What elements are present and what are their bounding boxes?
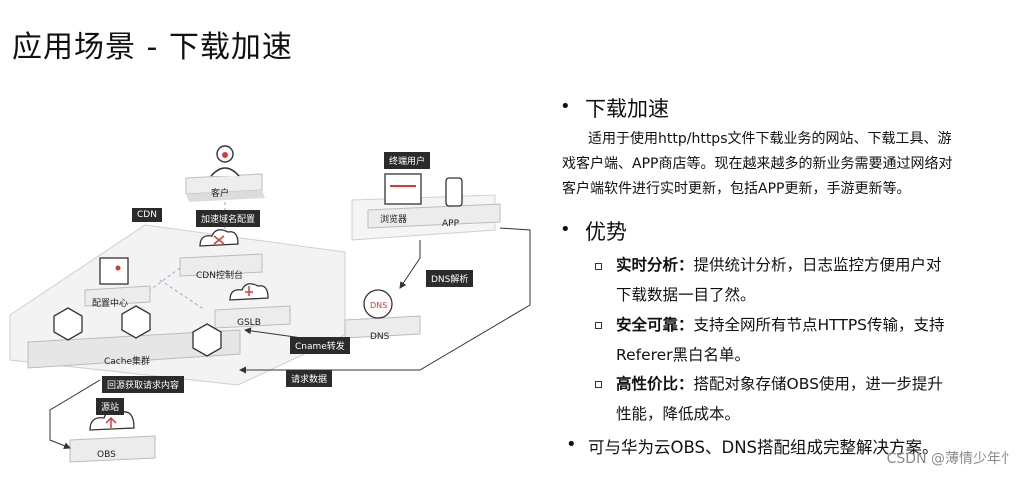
cname-forward-tag: Cname转发 <box>290 337 350 354</box>
bullet-dot: • <box>566 434 577 455</box>
cdn-tag: CDN <box>132 208 162 222</box>
browser-label: 浏览器 <box>380 215 408 225</box>
advantage-cost-title: 高性价比： <box>616 375 694 393</box>
svg-text:DNS: DNS <box>370 301 387 310</box>
square-bullet-icon <box>595 263 602 270</box>
domain-config-tag: 加速域名配置 <box>196 210 261 227</box>
square-bullet-icon <box>595 322 602 329</box>
advantage-cost-cont: 性能，降低成本。 <box>616 405 741 423</box>
gslb-label: GSLB <box>237 318 261 328</box>
desc-line-3: 客户端软件进行实时更新，包括APP更新，手游更新等。 <box>562 181 911 197</box>
request-data-tag: 请求数据 <box>286 370 333 387</box>
advantage-security-cont: Referer黑白名单。 <box>616 346 751 364</box>
advantage-realtime-cont: 下载数据一目了然。 <box>616 286 756 304</box>
app-label: APP <box>442 219 460 229</box>
dns-resolve-tag: DNS解析 <box>426 270 474 287</box>
architecture-diagram: DNS 客户 CDN 加速域名配置 CDN控制台 配置中心 GSLB Cache… <box>0 140 545 480</box>
watermark: CSDN @薄情少年忄 <box>886 451 1015 467</box>
client-label: 客户 <box>211 189 230 199</box>
browser-icon <box>384 173 422 205</box>
cdn-console-label: CDN控制台 <box>196 271 243 281</box>
advantage-security-text: 支持全网所有节点HTTPS传输，支持 <box>693 316 945 334</box>
origin-tag: 源站 <box>96 398 125 415</box>
advantage-realtime: 实时分析：提供统计分析，日志监控方便用户对 <box>616 253 942 275</box>
back-to-origin-tag: 回源获取请求内容 <box>102 376 185 393</box>
advantage-realtime-title: 实时分析： <box>616 256 694 274</box>
desc-line-2: 戏客户端、APP商店等。现在越来越多的新业务需要通过网络对 <box>562 156 953 172</box>
cache-cluster-label: Cache集群 <box>104 357 150 367</box>
advantage-cost: 高性价比：搭配对象存储OBS使用，进一步提升 <box>616 372 943 394</box>
advantage-security-title: 安全可靠： <box>616 316 694 334</box>
bullet-dot: • <box>560 219 571 240</box>
page-title: 应用场景 - 下载加速 <box>12 30 293 65</box>
end-user-tag: 终端用户 <box>384 152 431 169</box>
dns-label: DNS <box>370 332 390 342</box>
phone-icon <box>445 177 463 207</box>
bullet-dot: • <box>560 96 571 117</box>
diagram-graphics: DNS <box>9 145 531 463</box>
square-bullet-icon <box>595 381 602 388</box>
obs-label: OBS <box>97 450 116 460</box>
node-icon <box>53 307 83 341</box>
heading-download-acceleration: 下载加速 <box>585 97 669 121</box>
heading-advantages: 优势 <box>585 220 627 244</box>
cloud-icon <box>199 229 239 247</box>
node-icon <box>192 323 222 357</box>
advantage-security: 安全可靠：支持全网所有节点HTTPS传输，支持 <box>616 313 945 335</box>
advantage-cost-text: 搭配对象存储OBS使用，进一步提升 <box>693 375 943 393</box>
globe-icon <box>363 289 393 319</box>
monitor-icon <box>99 257 129 285</box>
advantage-realtime-text: 提供统计分析，日志监控方便用户对 <box>693 256 942 274</box>
desc-line-1: 适用于使用http/https文件下载业务的网站、下载工具、游 <box>588 131 952 147</box>
final-point: 可与华为云OBS、DNS搭配组成完整解决方案。 <box>588 438 939 457</box>
config-center-label: 配置中心 <box>92 299 129 309</box>
node-icon <box>121 305 151 339</box>
